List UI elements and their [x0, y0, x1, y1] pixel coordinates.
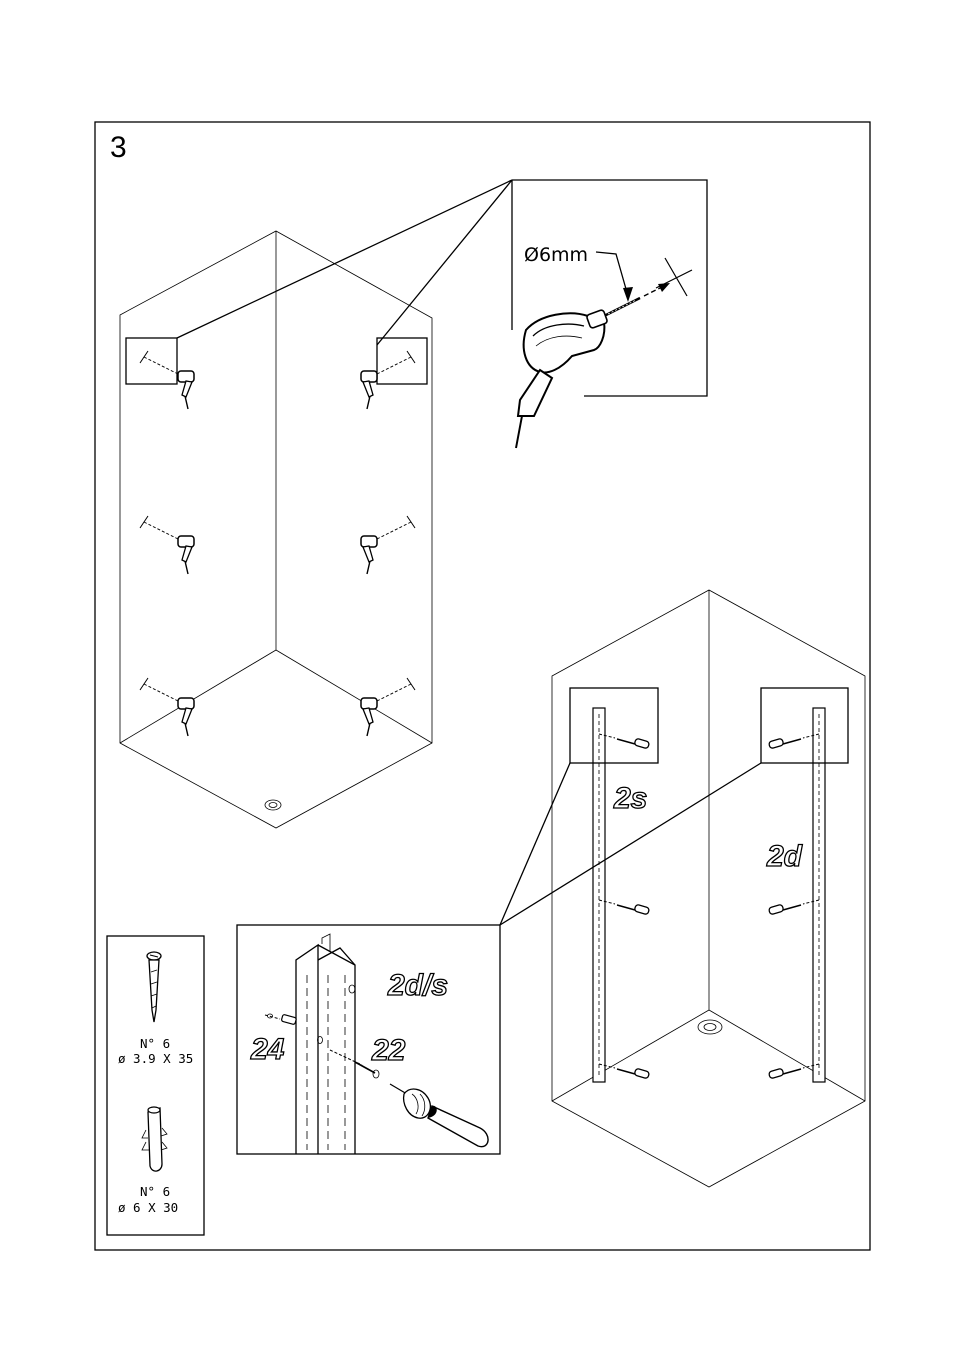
upright-right [813, 708, 825, 1082]
step-number: 3 [110, 131, 127, 164]
screw-icon [599, 734, 650, 749]
screw-icon [768, 900, 819, 915]
hw-qty-plug: N° 6 [140, 1184, 170, 1199]
dowel-icon [265, 1014, 297, 1025]
hw-size-screw: ø 3.9 X 35 [118, 1051, 193, 1066]
hardware-legend: N° 6 ø 3.9 X 35 N° 6 ø 6 X 30 [107, 936, 204, 1235]
screw-icon [147, 952, 161, 1022]
screw-icon [599, 900, 650, 915]
cabinet-left [120, 231, 432, 828]
drill-icon [361, 351, 415, 409]
detail-box-upright-right [761, 688, 848, 763]
screw-icon [768, 1064, 819, 1079]
page-frame [95, 122, 870, 1250]
upright-detail: 2d/s 24 22 [237, 925, 500, 1154]
wall-plug-icon [142, 1107, 167, 1171]
cable-hole [265, 800, 281, 810]
label-24: 24 [250, 1033, 285, 1066]
screw-icon [768, 734, 819, 749]
detail-box-upright-left [570, 688, 658, 763]
cable-hole [698, 1020, 722, 1034]
detail-box-right [377, 338, 427, 384]
drill-icon [361, 678, 415, 736]
hw-qty-screw: N° 6 [140, 1036, 170, 1051]
drill-icon [140, 678, 194, 736]
hw-size-plug: ø 6 X 30 [118, 1200, 178, 1215]
cabinet-right: 2s 2d [552, 590, 865, 1187]
drill-icon [140, 516, 194, 574]
drill-diameter-label: Ø6mm [524, 244, 588, 266]
label-2d: 2d [766, 840, 803, 873]
detail-box-left [126, 338, 177, 384]
drill-detail: Ø6mm [512, 180, 707, 448]
label-2s: 2s [613, 782, 647, 815]
label-22: 22 [371, 1034, 406, 1067]
label-2ds: 2d/s [387, 969, 448, 1002]
drill-icon [140, 351, 194, 409]
upright-left [593, 708, 605, 1082]
drill-icon [361, 516, 415, 574]
screw-icon [599, 1064, 650, 1079]
screwdriver-icon [390, 1084, 488, 1147]
